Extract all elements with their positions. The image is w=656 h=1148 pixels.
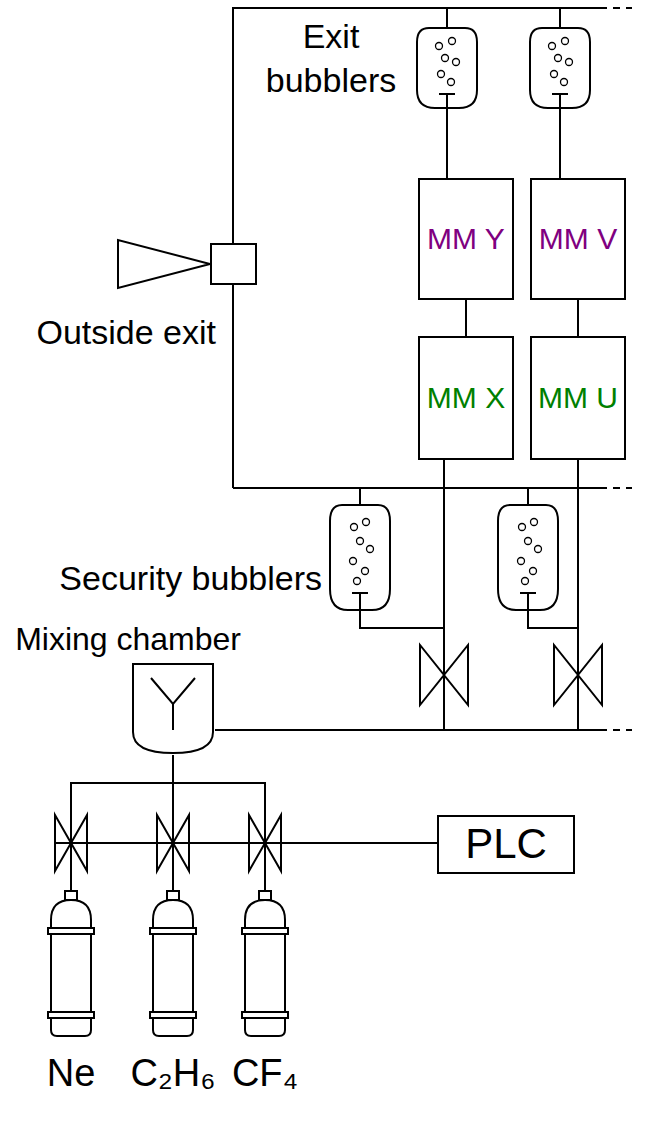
node-label: MM X bbox=[427, 381, 505, 416]
valve-symbols bbox=[55, 645, 602, 871]
node-label: MM U bbox=[538, 381, 618, 416]
node-label: Mixing chamber bbox=[15, 621, 241, 658]
bubbler-label: Security bubblers bbox=[59, 556, 322, 600]
gas-cylinder-outline bbox=[47, 890, 95, 1038]
node-label: Outside exit bbox=[36, 313, 216, 352]
pipe-connector bbox=[173, 755, 265, 890]
node-label: MM V bbox=[539, 222, 617, 257]
exit-bubbler bbox=[530, 28, 590, 108]
node-label: CF₄ bbox=[232, 1052, 298, 1096]
pipe-connector bbox=[465, 300, 467, 336]
security-bubbler bbox=[330, 505, 390, 610]
node-label: MM Y bbox=[427, 222, 505, 257]
micromegas-box: MM X bbox=[418, 336, 514, 460]
node-label: C₂H₆ bbox=[131, 1052, 216, 1096]
plc-box: PLC bbox=[437, 815, 575, 874]
micromegas-box: MM Y bbox=[418, 178, 514, 300]
gas-cylinder: CF₄ bbox=[241, 890, 289, 1038]
bubbler-label: Exit bubblers bbox=[256, 14, 406, 102]
exit-horn bbox=[118, 240, 210, 288]
gas-cylinder: C₂H₆ bbox=[149, 890, 197, 1038]
exit-bubbler bbox=[417, 28, 477, 108]
outside-exit-box: Outside exit bbox=[210, 243, 257, 285]
pipe-connector bbox=[577, 300, 579, 336]
gas-cylinder-outline bbox=[149, 890, 197, 1038]
mixing-chamber: Mixing chamber bbox=[131, 662, 215, 755]
micromegas-box: MM V bbox=[530, 178, 626, 300]
pipe-connector bbox=[233, 8, 447, 243]
mixing-chamber-outline bbox=[131, 662, 215, 755]
pipes bbox=[55, 8, 632, 843]
micromegas-box: MM U bbox=[530, 336, 626, 460]
node-label: Ne bbox=[47, 1052, 96, 1096]
gas-cylinder: Ne bbox=[47, 890, 95, 1038]
gas-cylinder-outline bbox=[241, 890, 289, 1038]
node-label: PLC bbox=[465, 820, 547, 868]
security-bubbler bbox=[498, 505, 558, 610]
